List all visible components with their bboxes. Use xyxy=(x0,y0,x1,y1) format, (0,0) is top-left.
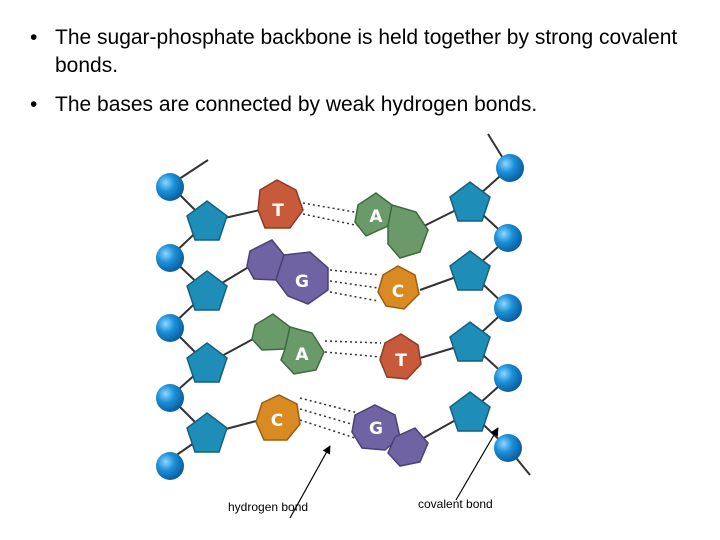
bullet-glyph: • xyxy=(30,93,38,116)
bullet-text: The sugar-phosphate backbone is held tog… xyxy=(55,26,678,77)
hydrogen-bonds xyxy=(299,202,382,440)
base-letter: C xyxy=(392,282,404,302)
phosphate-ball xyxy=(156,244,184,272)
hydrogen-bond-arrow xyxy=(289,445,331,519)
phosphate-ball xyxy=(156,384,184,412)
phosphate-ball xyxy=(494,434,522,462)
phosphate-ball xyxy=(156,452,184,480)
base-G-left: G xyxy=(246,239,329,305)
covalent-bond-arrow xyxy=(455,427,499,501)
base-letter: T xyxy=(272,201,284,221)
left-sugars xyxy=(186,200,228,453)
sugar-pentagon xyxy=(449,250,491,291)
sugar-pentagon xyxy=(186,412,228,453)
bullet-item-bases: • The bases are connected by weak hydrog… xyxy=(30,91,690,119)
base-A-right: A xyxy=(354,192,429,259)
base-letter: G xyxy=(295,272,309,292)
base-letter: T xyxy=(395,351,407,371)
base-T-left: T xyxy=(257,179,304,229)
covalent-bond-label: covalent bond xyxy=(418,497,493,511)
base-G-right: G xyxy=(351,404,429,467)
sugar-pentagon xyxy=(186,200,228,241)
left-phosphates xyxy=(156,173,184,480)
phosphate-ball xyxy=(494,224,522,252)
phosphate-ball xyxy=(496,154,524,182)
base-A-left: A xyxy=(251,313,325,375)
left-bases: T G A C xyxy=(246,179,329,441)
bullet-glyph: • xyxy=(30,26,38,49)
base-letter: A xyxy=(369,207,383,227)
base-T-right: T xyxy=(379,333,422,380)
base-letter: A xyxy=(295,345,309,365)
right-sugars xyxy=(449,181,491,432)
right-phosphates xyxy=(494,154,524,462)
phosphate-ball xyxy=(494,294,522,322)
base-C-right: C xyxy=(377,265,420,310)
sugar-pentagon xyxy=(449,321,491,362)
phosphate-ball xyxy=(156,314,184,342)
phosphate-ball xyxy=(156,173,184,201)
sugar-pentagon xyxy=(449,391,491,432)
phosphate-ball xyxy=(494,364,522,392)
hydrogen-bond-label: hydrogen bond xyxy=(228,500,309,514)
base-connectors xyxy=(206,202,471,441)
base-letter: C xyxy=(271,411,283,431)
right-bases: A C T G xyxy=(351,192,429,467)
bullet-item-backbone: • The sugar-phosphate backbone is held t… xyxy=(30,24,690,80)
bullet-text: The bases are connected by weak hydrogen… xyxy=(55,93,538,116)
sugar-pentagon xyxy=(186,342,228,383)
base-letter: G xyxy=(369,419,383,439)
base-C-left: C xyxy=(255,394,301,441)
sugar-pentagon xyxy=(186,270,228,311)
sugar-pentagon xyxy=(449,181,491,222)
